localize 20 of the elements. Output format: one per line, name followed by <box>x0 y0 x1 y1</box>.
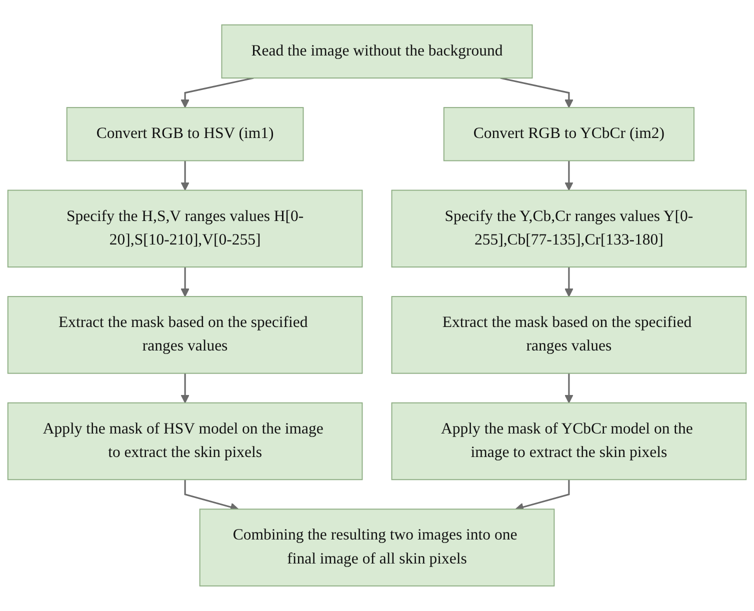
arrow <box>564 267 574 298</box>
arrow <box>180 77 254 108</box>
arrow <box>564 160 574 191</box>
node-box: Convert RGB to HSV (im1) <box>66 107 304 162</box>
arrow <box>564 373 574 404</box>
node-box: Specify the H,S,V ranges values H[0-20],S[10-210],V[0-255] <box>7 190 363 268</box>
arrow <box>180 160 190 191</box>
node-box: Extract the mask based on the specified ranges values <box>391 296 747 374</box>
node-box: Read the image without the background <box>221 24 533 79</box>
node-box: Extract the mask based on the specified ranges values <box>7 296 363 374</box>
node-box: Specify the Y,Cb,Cr ranges values Y[0-255],Cb[77-135],Cr[133-180] <box>391 190 747 268</box>
arrow <box>500 77 574 108</box>
arrow <box>180 267 190 298</box>
node-box: Apply the mask of HSV model on the image to extract the skin pixels <box>7 402 363 480</box>
arrow <box>515 480 570 512</box>
arrow <box>184 480 239 512</box>
node-box: Combining the resulting two images into one final image of all skin pixels <box>199 508 555 587</box>
node-box: Convert RGB to YCbCr (im2) <box>443 107 694 162</box>
node-box: Apply the mask of YCbCr model on the image to extract the skin pixels <box>391 402 747 480</box>
arrow <box>180 373 190 404</box>
